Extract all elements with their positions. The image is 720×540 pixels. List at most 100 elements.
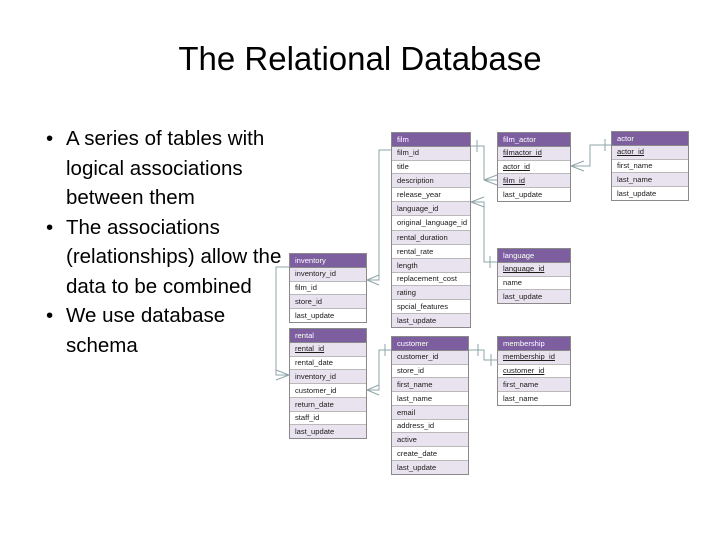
entity-field-row: length bbox=[392, 258, 470, 273]
entity-field-label: replacement_cost bbox=[397, 274, 457, 284]
connector-customer-membership bbox=[469, 349, 497, 361]
entity-field-label: length bbox=[397, 260, 418, 270]
connector-film-inventory bbox=[367, 149, 391, 281]
entity-table-header: inventory bbox=[290, 254, 366, 268]
entity-field-row: film_id bbox=[392, 146, 470, 161]
crowfoot-filmactor-film bbox=[483, 174, 498, 186]
crowfoot-rental-customer bbox=[366, 384, 380, 396]
entity-field-label: film_id bbox=[397, 148, 419, 158]
entity-field-row: last_update bbox=[392, 461, 468, 474]
entity-field-row: film_id bbox=[498, 174, 570, 189]
entity-field-label: description bbox=[397, 175, 434, 185]
entity-table-header: film_actor bbox=[498, 133, 570, 147]
entity-field-row: inventory_id bbox=[290, 267, 366, 282]
entity-field-label: email bbox=[397, 407, 416, 417]
bullet-marker-icon: • bbox=[46, 215, 54, 239]
entity-field-label: last_name bbox=[617, 174, 653, 184]
entity-field-row: rating bbox=[392, 286, 470, 301]
entity-field-row: last_update bbox=[392, 314, 470, 327]
entity-field-row: return_date bbox=[290, 397, 366, 412]
entity-field-row: last_name bbox=[612, 173, 688, 188]
entity-field-label: last_name bbox=[397, 393, 433, 403]
entity-field-label: film_id bbox=[295, 283, 317, 293]
connector-customer-rental bbox=[367, 349, 391, 391]
entity-field-row: store_id bbox=[392, 364, 468, 379]
entity-field-row: rental_date bbox=[290, 356, 366, 371]
entity-field-row: staff_id bbox=[290, 411, 366, 426]
entity-field-label: active bbox=[397, 435, 417, 445]
entity-field-row: last_update bbox=[498, 188, 570, 201]
entity-table-header: customer bbox=[392, 337, 468, 351]
entity-field-row: inventory_id bbox=[290, 370, 366, 385]
entity-field-label: last_update bbox=[503, 291, 543, 301]
bullet-marker-icon: • bbox=[46, 304, 54, 327]
entity-field-label: filmactor_id bbox=[503, 148, 542, 158]
bullet-marker-icon: • bbox=[46, 127, 54, 150]
connector-actor-filmactor bbox=[571, 144, 611, 167]
entity-field-label: last_update bbox=[503, 189, 543, 199]
bullet-text: A series of tables with logical associat… bbox=[66, 127, 265, 209]
entity-field-row: create_date bbox=[392, 447, 468, 462]
entity-field-row: last_update bbox=[612, 187, 688, 200]
entity-field-row: language_id bbox=[392, 201, 470, 216]
entity-field-label: customer_id bbox=[397, 352, 439, 362]
entity-field-label: inventory_id bbox=[295, 269, 336, 279]
entity-field-row: first_name bbox=[498, 378, 570, 393]
entity-field-label: rating bbox=[397, 288, 416, 298]
entity-field-label: address_id bbox=[397, 421, 435, 431]
entity-field-row: actor_id bbox=[498, 160, 570, 175]
entity-field-label: original_language_id bbox=[397, 218, 468, 228]
entity-field-label: rental_rate bbox=[397, 246, 434, 256]
entity-field-row: first_name bbox=[392, 378, 468, 393]
connector-film-filmactor bbox=[471, 145, 485, 180]
bullet-text: The associations (relationships) allow t… bbox=[66, 215, 282, 298]
entity-field-row: last_update bbox=[498, 290, 570, 304]
page-title: The Relational Database bbox=[178, 40, 542, 77]
entity-field-row: rental_id bbox=[290, 342, 366, 357]
entity-field-row: last_name bbox=[498, 392, 570, 405]
entity-table-header: film bbox=[392, 133, 470, 147]
entity-field-label: store_id bbox=[397, 366, 425, 376]
entity-field-label: membership_id bbox=[503, 352, 555, 362]
entity-field-row: rental_rate bbox=[392, 245, 470, 259]
entity-field-row: last_name bbox=[392, 392, 468, 406]
entity-field-row: email bbox=[392, 405, 468, 420]
entity-field-label: title bbox=[397, 162, 409, 172]
entity-field-row: customer_id bbox=[392, 350, 468, 365]
entity-field-label: inventory_id bbox=[295, 371, 336, 381]
entity-field-row: spcial_features bbox=[392, 300, 470, 315]
entity-field-label: last_update bbox=[397, 315, 437, 325]
entity-field-row: replacement_cost bbox=[392, 272, 470, 287]
entity-field-row: filmactor_id bbox=[498, 146, 570, 161]
entity-field-label: language_id bbox=[397, 203, 439, 213]
entity-field-row: membership_id bbox=[498, 350, 570, 365]
entity-field-label: first_name bbox=[503, 379, 539, 389]
entity-field-label: rental_duration bbox=[397, 232, 448, 242]
bullet-item: • The associations (relationships) allow … bbox=[36, 213, 282, 302]
entity-field-row: store_id bbox=[290, 295, 366, 310]
entity-field-row: address_id bbox=[392, 419, 468, 434]
connector-film-language bbox=[471, 201, 497, 263]
entity-table-header: membership bbox=[498, 337, 570, 351]
entity-field-label: last_update bbox=[295, 427, 335, 437]
entity-field-row: name bbox=[498, 276, 570, 291]
entity-field-label: last_update bbox=[617, 188, 657, 198]
entity-field-label: staff_id bbox=[295, 413, 320, 423]
crowfoot-film-language bbox=[470, 196, 485, 208]
entity-field-label: last_name bbox=[503, 393, 539, 403]
entity-table-header: language bbox=[498, 249, 570, 263]
entity-field-row: first_name bbox=[612, 159, 688, 174]
entity-field-label: rental_id bbox=[295, 344, 325, 354]
entity-field-label: first_name bbox=[617, 161, 653, 171]
entity-field-row: rental_duration bbox=[392, 231, 470, 246]
entity-field-row: description bbox=[392, 174, 470, 189]
